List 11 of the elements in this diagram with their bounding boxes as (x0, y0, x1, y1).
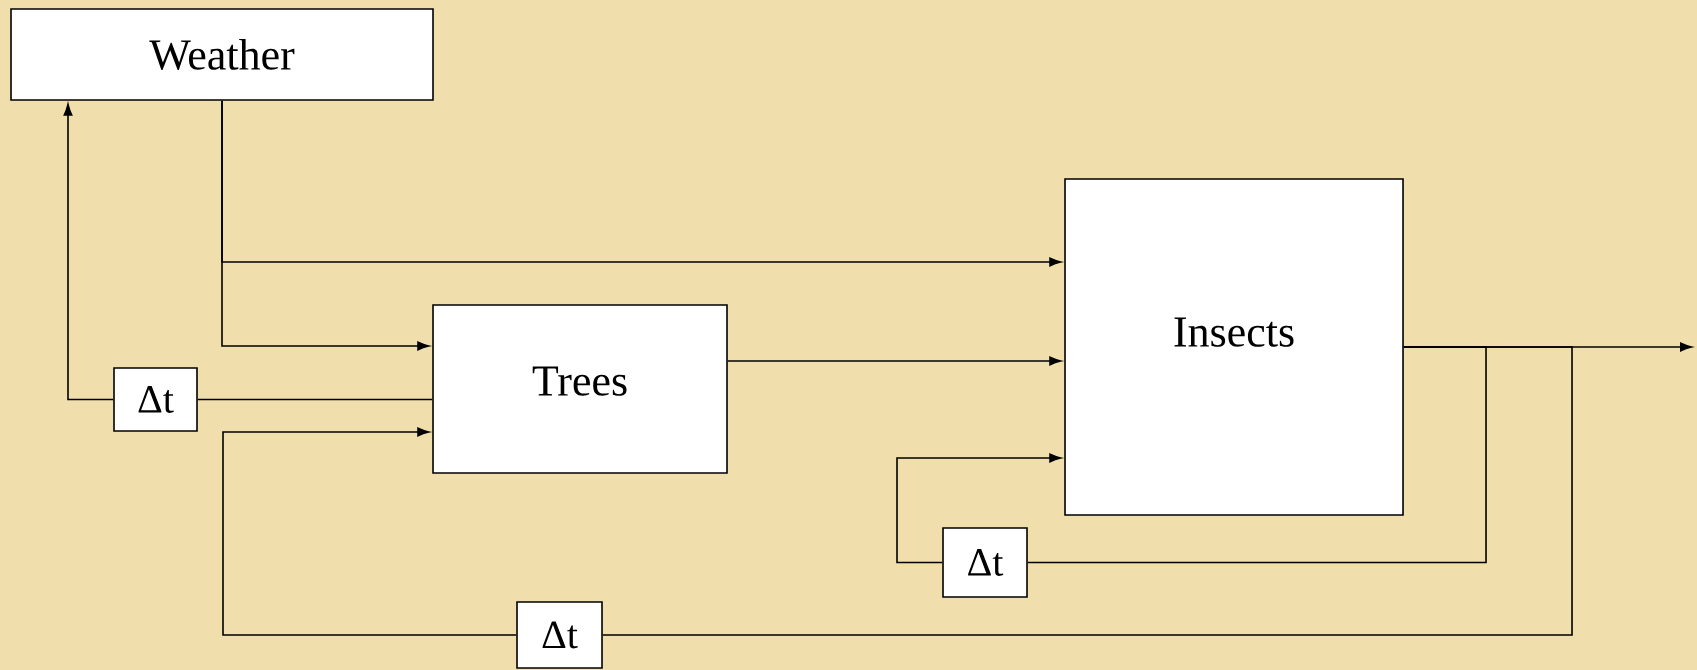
process-box: Weather (10, 8, 434, 101)
arrow (896, 453, 1062, 564)
process-box: Insects (1064, 178, 1404, 516)
arrow (63, 103, 114, 401)
arrow (222, 427, 517, 636)
arrow (221, 100, 430, 351)
process-box: Trees (432, 304, 728, 474)
delay-box: Δt (516, 601, 603, 669)
delay-box: Δt (113, 367, 198, 432)
delay-box: Δt (942, 527, 1028, 598)
arrow (727, 356, 1062, 366)
